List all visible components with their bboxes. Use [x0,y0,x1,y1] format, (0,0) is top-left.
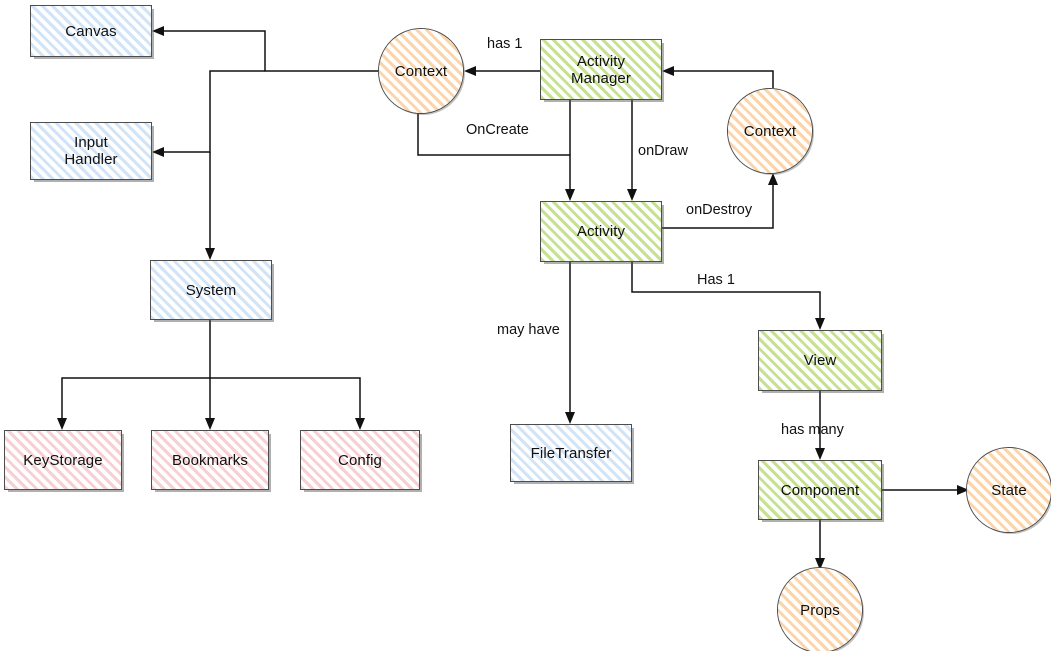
edge-label-may-have: may have [497,322,560,338]
node-bookmarks-label: Bookmarks [172,451,248,469]
edge-context-to-input-handler [152,70,265,157]
edge-context-to-system [205,152,215,260]
node-input-handler-label-line2: Handler [64,151,118,168]
edge-component-to-state [882,485,969,495]
edge-ondraw [627,100,637,201]
node-input-handler[interactable]: Input Handler [30,122,152,180]
node-input-handler-label-line1: Input [74,134,108,151]
edge-has-many [815,391,825,460]
node-activity[interactable]: Activity [540,201,662,262]
node-system-label: System [185,281,237,299]
edge-label-has-1-lower: has 1 [487,36,523,52]
edge-label-ondraw: onDraw [638,143,688,159]
node-state[interactable]: State [966,447,1051,533]
node-activity-manager-label-line2: Manager [571,69,631,87]
edge-context-to-canvas [152,26,378,72]
node-config[interactable]: Config [300,430,420,490]
node-props-label: Props [800,601,840,619]
node-component-label: Component [780,481,860,499]
node-state-label: State [991,481,1027,499]
edge-context-right-to-activity-manager [662,66,774,88]
edge-has-1 [631,262,825,330]
node-context-left-label: Context [394,62,448,80]
node-filetransfer-label: FileTransfer [530,444,612,462]
node-activity-label: Activity [576,223,626,240]
node-canvas[interactable]: Canvas [30,5,152,57]
edge-label-oncreate: OnCreate [466,122,529,138]
node-canvas-label: Canvas [65,22,117,40]
node-view[interactable]: View [758,330,882,391]
edge-may-have [565,262,575,424]
node-view-label: View [803,352,837,369]
edge-activity-manager-to-context [464,66,540,76]
edge-oncreate [417,113,575,201]
node-component[interactable]: Component [758,460,882,520]
edge-label-has-1-upper: Has 1 [697,272,735,288]
node-config-label: Config [338,451,382,469]
node-activity-manager[interactable]: Activity Manager [540,39,662,100]
node-filetransfer[interactable]: FileTransfer [510,424,632,482]
edge-ondestroy [662,173,778,229]
node-activity-manager-label-line1: Activity [576,52,626,70]
node-system[interactable]: System [150,260,272,320]
edge-system-to-bookmarks [205,378,215,430]
node-context-left[interactable]: Context [378,28,464,114]
node-keystorage-label: KeyStorage [23,451,103,469]
node-bookmarks[interactable]: Bookmarks [151,430,269,490]
node-context-right[interactable]: Context [727,88,813,174]
node-keystorage[interactable]: KeyStorage [4,430,122,490]
edge-system-to-config [210,377,365,430]
edge-component-to-props [815,520,825,570]
edge-system-bus [57,320,211,430]
edge-label-ondestroy: onDestroy [686,202,753,218]
node-context-right-label: Context [743,122,797,140]
edge-label-has-many: has many [781,422,844,438]
node-props[interactable]: Props [777,567,863,651]
